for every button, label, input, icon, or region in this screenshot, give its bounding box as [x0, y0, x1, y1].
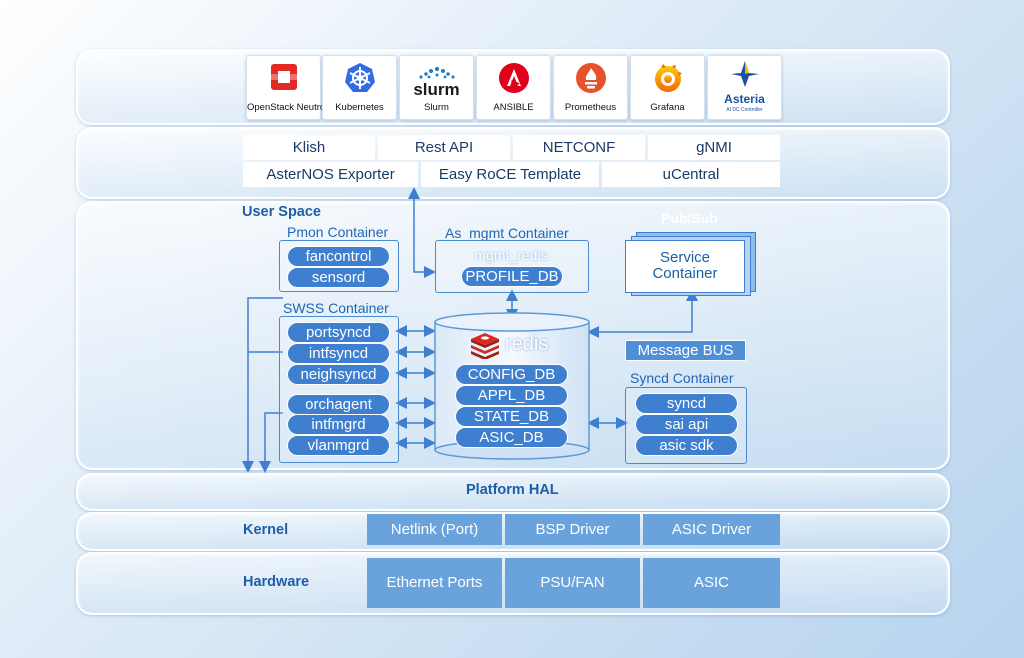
swss-title: SWSS Container: [283, 300, 389, 316]
rest-api-box: Rest API: [378, 135, 510, 160]
kubernetes-icon: [344, 63, 375, 92]
netconf-box: NETCONF: [513, 135, 645, 160]
asic-db-pill: ASIC_DB: [455, 427, 568, 448]
sai-api-pill: sai api: [635, 414, 738, 435]
logo-label: Prometheus: [564, 102, 617, 113]
asteria-icon: [730, 61, 759, 87]
fancontrol-pill: fancontrol: [287, 246, 390, 267]
logo-label: Grafana: [650, 102, 685, 113]
asteria-logo-card: Asteria AI DC Controller: [707, 55, 782, 120]
grafana-logo-card: Grafana: [630, 55, 705, 120]
prometheus-logo-card: Prometheus: [553, 55, 628, 120]
intfmgrd-pill: intfmgrd: [287, 414, 390, 435]
service-line1: Service: [659, 249, 711, 266]
ucentral-box: uCentral: [602, 162, 780, 187]
netlink-port-cell: Netlink (Port): [367, 514, 502, 545]
kubernetes-logo-card: Kubernetes: [322, 55, 397, 120]
orchagent-pill: orchagent: [287, 394, 390, 415]
syncd-title: Syncd Container: [630, 370, 734, 386]
appl-db-pill: APPL_DB: [455, 385, 568, 406]
platform-hal-layer: [76, 473, 950, 511]
asic-sdk-pill: asic sdk: [635, 435, 738, 456]
pubsub-label: Pub/Sub: [661, 210, 718, 226]
gnmi-box: gNMI: [648, 135, 780, 160]
config-db-pill: CONFIG_DB: [455, 364, 568, 385]
prometheus-icon: [575, 63, 606, 93]
service-line2: Container: [652, 265, 718, 282]
state-db-pill: STATE_DB: [455, 406, 568, 427]
psu-fan-cell: PSU/FAN: [505, 558, 640, 608]
syncd-pill: syncd: [635, 393, 738, 414]
ethernet-ports-cell: Ethernet Ports: [367, 558, 502, 608]
platform-hal-title: Platform HAL: [466, 482, 559, 498]
logo-label: ANSIBLE: [493, 102, 534, 113]
asic-cell: ASIC: [643, 558, 780, 608]
service-container: Service Container: [625, 240, 745, 293]
logo-label: Kubernetes: [335, 102, 384, 113]
grafana-icon: [654, 64, 682, 92]
asternos-exporter-box: AsterNOS Exporter: [243, 162, 418, 187]
user-space-title: User Space: [242, 204, 321, 220]
easy-roce-template-box: Easy RoCE Template: [421, 162, 599, 187]
asteria-wordmark: Asteria: [724, 92, 765, 106]
ansible-icon: [498, 63, 529, 93]
kernel-title: Kernel: [243, 522, 289, 538]
ansible-logo-card: ANSIBLE: [476, 55, 551, 120]
intfsyncd-pill: intfsyncd: [287, 343, 390, 364]
logo-label: Slurm: [424, 102, 449, 113]
slurm-wordmark: slurm: [413, 80, 460, 99]
sensord-pill: sensord: [287, 267, 390, 288]
pmon-title: Pmon Container: [287, 224, 389, 240]
redis-label: redis: [505, 333, 549, 355]
openstack-logo-card: OpenStack Neutron: [246, 55, 331, 120]
hardware-title: Hardware: [243, 574, 310, 590]
profile-db-pill: PROFILE_DB: [461, 266, 563, 287]
portsyncd-pill: portsyncd: [287, 322, 390, 343]
message-bus-bar: Message BUS: [625, 340, 746, 361]
klish-box: Klish: [243, 135, 375, 160]
redis-icon: [471, 333, 499, 359]
asteria-subtitle: AI DC Controller: [726, 107, 763, 113]
asic-driver-cell: ASIC Driver: [643, 514, 780, 545]
openstack-icon: [270, 64, 297, 90]
slurm-logo-card: slurm Slurm: [399, 55, 474, 120]
neighsyncd-pill: neighsyncd: [287, 364, 390, 385]
bsp-driver-cell: BSP Driver: [505, 514, 640, 545]
mgmt-title: As_mgmt Container: [445, 225, 569, 241]
slurm-icon: [418, 66, 455, 79]
logo-label: OpenStack Neutron: [247, 102, 331, 113]
mgmt-redis-label: mgmt_redis: [474, 247, 548, 263]
vlanmgrd-pill: vlanmgrd: [287, 435, 390, 456]
